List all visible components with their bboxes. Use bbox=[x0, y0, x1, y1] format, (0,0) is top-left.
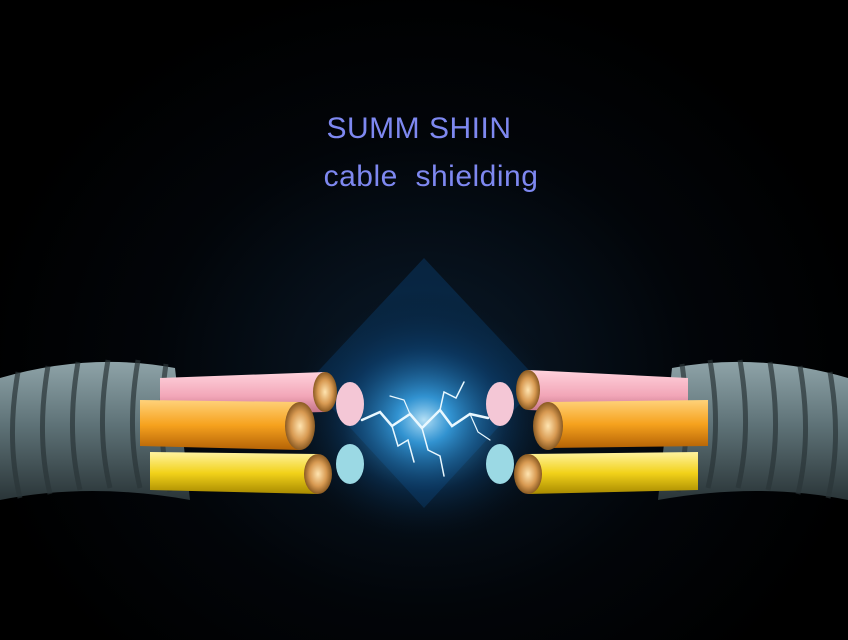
spark-icon bbox=[360, 381, 491, 477]
left-wires bbox=[140, 372, 364, 494]
glow-burst bbox=[274, 258, 574, 550]
right-wires bbox=[486, 370, 708, 494]
title-line-product: cable shielding bbox=[323, 160, 539, 193]
caption-title: SUMM SHIIN cable shielding bbox=[0, 112, 848, 194]
title-line-brand: SUMM SHIIN bbox=[326, 112, 512, 145]
